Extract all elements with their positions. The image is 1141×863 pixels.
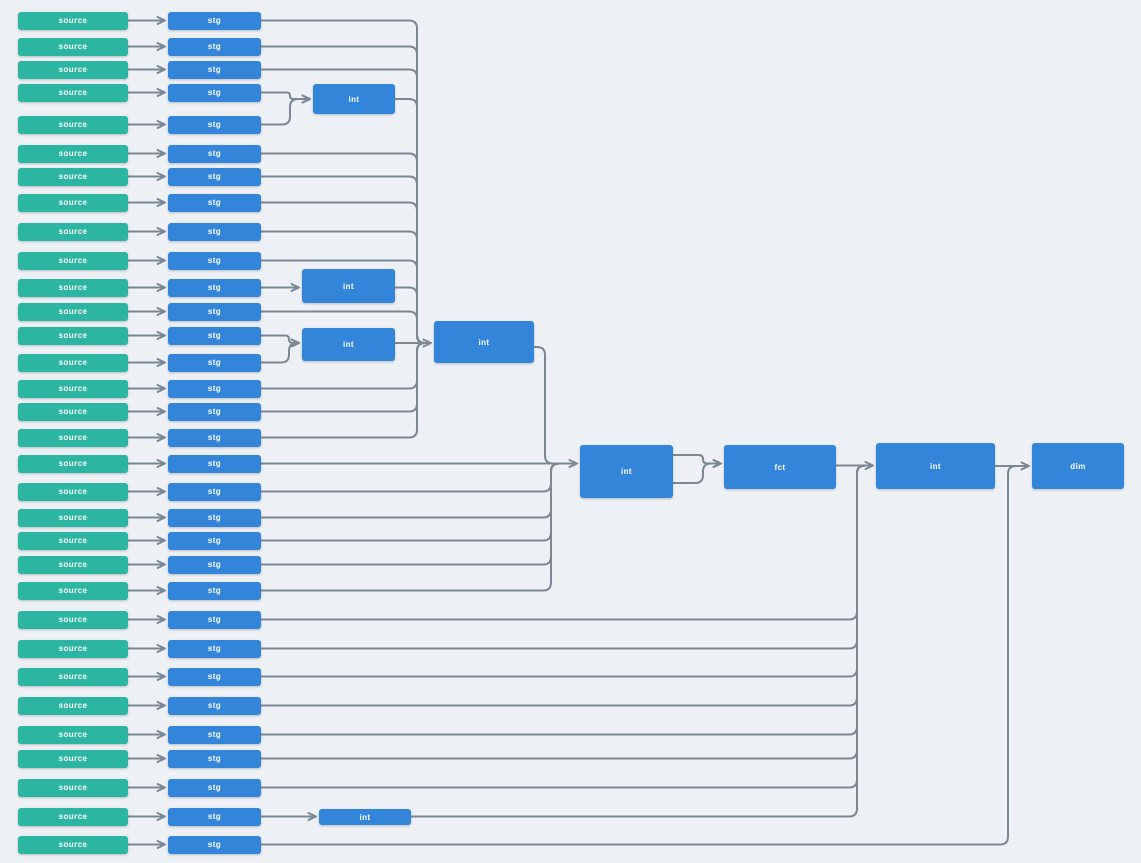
edge <box>261 462 566 592</box>
node-int1[interactable]: int <box>313 84 395 114</box>
edge <box>261 94 311 126</box>
edge <box>261 462 566 566</box>
node-stg-22[interactable]: stg <box>168 555 261 574</box>
node-source-25[interactable]: source <box>18 639 128 658</box>
node-stg-30[interactable]: stg <box>168 778 261 797</box>
node-source-7[interactable]: source <box>18 167 128 186</box>
node-stg-26[interactable]: stg <box>168 667 261 686</box>
node-source-24[interactable]: source <box>18 610 128 629</box>
node-source-32[interactable]: source <box>18 835 128 854</box>
edge <box>534 346 560 465</box>
node-stg-13[interactable]: stg <box>168 326 261 345</box>
edge <box>673 459 722 484</box>
node-source-22[interactable]: source <box>18 555 128 574</box>
node-stg-23[interactable]: stg <box>168 581 261 600</box>
edge <box>395 98 426 344</box>
node-source-30[interactable]: source <box>18 778 128 797</box>
node-source-27[interactable]: source <box>18 696 128 715</box>
edge <box>261 338 300 364</box>
node-int2[interactable]: int <box>302 269 395 303</box>
node-stg-11[interactable]: stg <box>168 278 261 297</box>
node-fct[interactable]: fct <box>724 445 836 489</box>
node-stg-28[interactable]: stg <box>168 725 261 744</box>
node-stg-10[interactable]: stg <box>168 251 261 270</box>
node-int6[interactable]: int <box>876 443 995 489</box>
node-source-26[interactable]: source <box>18 667 128 686</box>
edge <box>673 454 722 468</box>
node-stg-12[interactable]: stg <box>168 302 261 321</box>
node-stg-21[interactable]: stg <box>168 531 261 550</box>
node-stg-18[interactable]: stg <box>168 454 261 473</box>
node-source-29[interactable]: source <box>18 749 128 768</box>
node-stg-32[interactable]: stg <box>168 835 261 854</box>
node-source-6[interactable]: source <box>18 144 128 163</box>
node-source-8[interactable]: source <box>18 193 128 212</box>
node-int4[interactable]: int <box>434 321 534 363</box>
node-source-11[interactable]: source <box>18 278 128 297</box>
node-source-3[interactable]: source <box>18 60 128 79</box>
node-source-20[interactable]: source <box>18 508 128 527</box>
edge <box>411 464 866 818</box>
edge <box>261 462 566 542</box>
node-int3[interactable]: int <box>302 328 395 361</box>
node-stg-4[interactable]: stg <box>168 83 261 102</box>
node-stg-29[interactable]: stg <box>168 749 261 768</box>
node-stg-15[interactable]: stg <box>168 379 261 398</box>
node-source-23[interactable]: source <box>18 581 128 600</box>
node-source-10[interactable]: source <box>18 251 128 270</box>
node-source-5[interactable]: source <box>18 115 128 134</box>
node-stg-25[interactable]: stg <box>168 639 261 658</box>
node-stg-7[interactable]: stg <box>168 167 261 186</box>
edge <box>261 464 866 760</box>
node-source-4[interactable]: source <box>18 83 128 102</box>
node-stg-9[interactable]: stg <box>168 222 261 241</box>
node-stg-14[interactable]: stg <box>168 353 261 372</box>
node-source-1[interactable]: source <box>18 11 128 30</box>
edge <box>261 334 300 348</box>
node-source-28[interactable]: source <box>18 725 128 744</box>
node-source-12[interactable]: source <box>18 302 128 321</box>
edge <box>261 152 426 344</box>
node-stg-31[interactable]: stg <box>168 807 261 826</box>
node-stg-6[interactable]: stg <box>168 144 261 163</box>
edge <box>261 91 311 104</box>
node-source-14[interactable]: source <box>18 353 128 372</box>
node-source-13[interactable]: source <box>18 326 128 345</box>
edge <box>261 464 866 650</box>
node-source-18[interactable]: source <box>18 454 128 473</box>
node-source-31[interactable]: source <box>18 807 128 826</box>
node-stg-3[interactable]: stg <box>168 60 261 79</box>
node-stg-2[interactable]: stg <box>168 37 261 56</box>
node-source-21[interactable]: source <box>18 531 128 550</box>
edge <box>261 464 866 707</box>
node-source-16[interactable]: source <box>18 402 128 421</box>
node-stg-24[interactable]: stg <box>168 610 261 629</box>
edge <box>395 286 426 344</box>
node-stg-20[interactable]: stg <box>168 508 261 527</box>
edge <box>261 464 866 736</box>
node-stg-16[interactable]: stg <box>168 402 261 421</box>
node-dim[interactable]: dim <box>1032 443 1124 489</box>
node-stg-17[interactable]: stg <box>168 428 261 447</box>
node-source-9[interactable]: source <box>18 222 128 241</box>
node-source-19[interactable]: source <box>18 482 128 501</box>
node-stg-5[interactable]: stg <box>168 115 261 134</box>
edge <box>261 462 566 493</box>
node-stg-19[interactable]: stg <box>168 482 261 501</box>
node-source-17[interactable]: source <box>18 428 128 447</box>
node-stg-27[interactable]: stg <box>168 696 261 715</box>
node-stg-1[interactable]: stg <box>168 11 261 30</box>
node-source-15[interactable]: source <box>18 379 128 398</box>
node-stg-8[interactable]: stg <box>168 193 261 212</box>
edge <box>261 464 866 678</box>
node-source-2[interactable]: source <box>18 37 128 56</box>
edge <box>261 464 866 789</box>
node-int7[interactable]: int <box>319 809 411 825</box>
node-int5[interactable]: int <box>580 445 673 498</box>
